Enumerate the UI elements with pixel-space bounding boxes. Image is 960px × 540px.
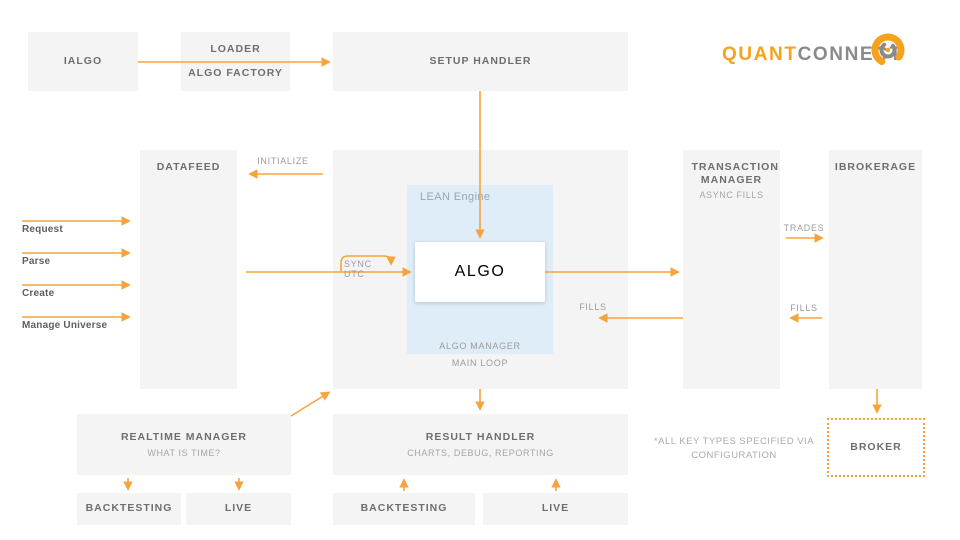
datafeed-action-request: Request: [22, 224, 63, 235]
node-live-center: LIVE: [483, 493, 628, 525]
node-realtime-manager-label: REALTIME MANAGER: [120, 431, 248, 444]
node-realtime-manager-subtitle: WHAT IS TIME?: [147, 447, 221, 458]
sync-utc-arrow-label: SYNC UTC: [344, 259, 372, 279]
node-algo: ALGO: [415, 242, 545, 302]
initialize-arrow-label: INITIALIZE: [257, 156, 309, 166]
node-backtesting-center-label: BACKTESTING: [360, 502, 448, 515]
node-transaction-manager: TRANSACTION MANAGER ASYNC FILLS: [683, 150, 780, 389]
arrow-realtime-to-engine: [290, 391, 331, 417]
node-transaction-manager-subtitle: ASYNC FILLS: [699, 190, 764, 201]
node-ibrokerage-label: IBROKERAGE: [834, 161, 917, 173]
node-datafeed-label: DATAFEED: [156, 161, 221, 173]
node-live-left-label: LIVE: [224, 502, 253, 515]
node-setup-handler-label: SETUP HANDLER: [429, 54, 532, 67]
node-live-left: LIVE: [186, 493, 291, 525]
node-backtesting-center: BACKTESTING: [333, 493, 475, 525]
algo-manager-label: ALGO MANAGER: [439, 341, 521, 351]
logo-text-quant: QUANT: [722, 44, 798, 65]
configuration-footnote-line2: CONFIGURATION: [691, 450, 777, 462]
fills-right-arrow-label: FILLS: [790, 303, 818, 313]
node-ialgo: IALGO: [28, 32, 138, 91]
node-datafeed: DATAFEED: [140, 150, 237, 389]
fills-center-arrow-label: FILLS: [579, 302, 607, 312]
lean-engine-label: LEAN Engine: [420, 191, 491, 203]
node-backtesting-left: BACKTESTING: [77, 493, 181, 525]
quantconnect-swirl-icon: [871, 33, 905, 67]
datafeed-action-create: Create: [22, 288, 55, 299]
node-transaction-manager-label: TRANSACTION MANAGER: [691, 161, 779, 187]
configuration-footnote: *ALL KEY TYPES SPECIFIED VIA CONFIGURATI…: [652, 435, 816, 464]
node-algo-label: ALGO: [454, 263, 506, 280]
node-ialgo-label: IALGO: [63, 54, 103, 67]
datafeed-action-parse: Parse: [22, 256, 51, 267]
node-ibrokerage: IBROKERAGE: [829, 150, 922, 389]
node-broker: BROKER: [827, 418, 925, 477]
main-loop-label: MAIN LOOP: [451, 358, 509, 368]
trades-arrow-label: TRADES: [783, 223, 825, 233]
node-result-handler-subtitle: CHARTS, DEBUG, REPORTING: [407, 447, 554, 458]
node-broker-label: BROKER: [850, 440, 902, 453]
node-result-handler-label: RESULT HANDLER: [425, 431, 536, 444]
node-setup-handler: SETUP HANDLER: [333, 32, 628, 91]
node-loader-algo-factory: LOADER ALGO FACTORY: [181, 32, 290, 91]
datafeed-action-manage-universe: Manage Universe: [22, 320, 108, 331]
node-algo-factory-label: ALGO FACTORY: [188, 66, 283, 79]
node-backtesting-left-label: BACKTESTING: [85, 502, 173, 515]
node-realtime-manager: REALTIME MANAGER WHAT IS TIME?: [77, 414, 291, 475]
configuration-footnote-line1: *ALL KEY TYPES SPECIFIED VIA: [653, 436, 815, 447]
node-loader-label: LOADER: [210, 43, 261, 56]
node-live-center-label: LIVE: [541, 502, 570, 515]
node-result-handler: RESULT HANDLER CHARTS, DEBUG, REPORTING: [333, 414, 628, 475]
